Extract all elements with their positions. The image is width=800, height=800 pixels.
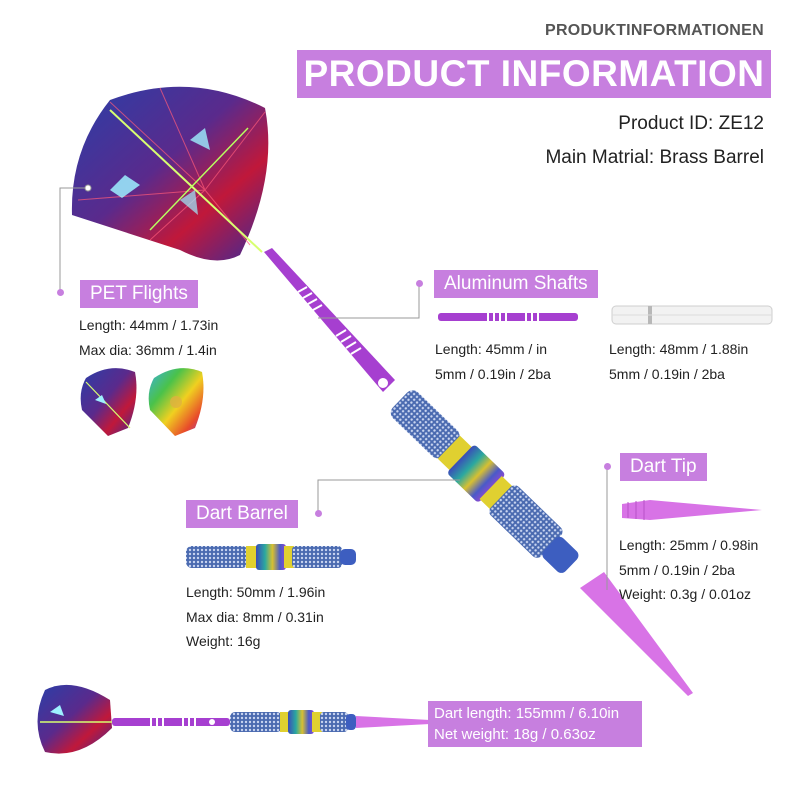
flights-dot-icon [57,289,64,296]
barrel-label: Dart Barrel [186,500,298,528]
main-flight-image [71,86,269,261]
tip-label: Dart Tip [620,453,707,481]
assembled-dart-image [37,684,430,754]
barrel-thumbnail [186,544,356,570]
product-id: Product ID: ZE12 [618,113,764,134]
flights-length: Length: 44mm / 1.73in [79,317,219,333]
flights-label: PET Flights [80,280,198,308]
barrel-max-dia: Max dia: 8mm / 0.31in [186,609,324,625]
main-material: Main Matrial: Brass Barrel [545,147,764,168]
tip-weight: Weight: 0.3g / 0.01oz [619,586,752,602]
page-subtitle: PRODUKTINFORMATIONEN [544,22,764,39]
shafts-dot-icon [416,280,423,287]
dark-flight-thumbnail [80,368,137,436]
long-shaft-thread: 5mm / 0.19in / 2ba [609,366,725,382]
callout-lines [59,187,608,590]
rainbow-flight-thumbnail [148,368,204,436]
short-shaft-thread: 5mm / 0.19in / 2ba [435,366,551,382]
total-weight: Net weight: 18g / 0.63oz [434,726,596,743]
total-specs-box: Dart length: 155mm / 6.10in Net weight: … [428,701,642,747]
flights-max-dia: Max dia: 36mm / 1.4in [79,342,217,358]
short-shaft-thumbnail [438,313,578,321]
total-length: Dart length: 155mm / 6.10in [434,705,620,722]
main-shaft-image [264,248,395,392]
page-title: PRODUCT INFORMATION [297,50,771,98]
shafts-label: Aluminum Shafts [434,270,598,298]
barrel-weight: Weight: 16g [186,633,261,649]
main-tip-image [580,572,693,696]
barrel-length: Length: 50mm / 1.96in [186,584,326,600]
main-barrel-image [390,390,579,573]
tip-length: Length: 25mm / 0.98in [619,537,759,553]
short-shaft-length: Length: 45mm / in [435,341,548,357]
tip-thread: 5mm / 0.19in / 2ba [619,562,735,578]
clear-shaft-thumbnail [611,305,773,325]
long-shaft-length: Length: 48mm / 1.88in [609,341,749,357]
tip-thumbnail [622,500,762,520]
tip-dot-icon [604,463,611,470]
barrel-dot-icon [315,510,322,517]
